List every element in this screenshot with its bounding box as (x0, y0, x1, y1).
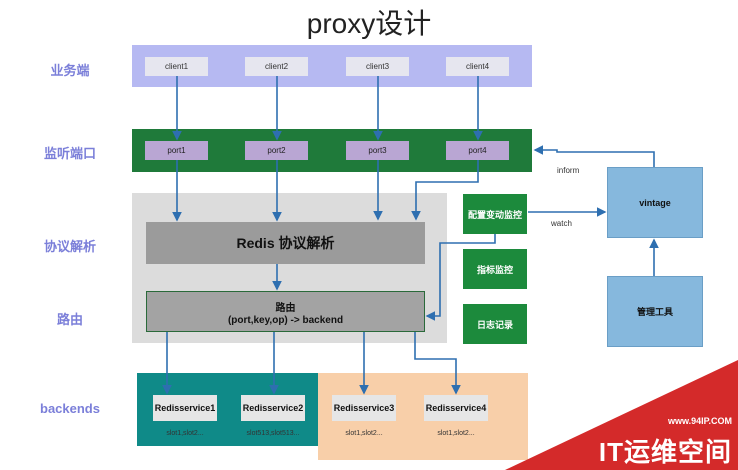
edge-label-watch: watch (551, 219, 572, 228)
metrics-monitor-box: 指标监控 (463, 249, 527, 289)
edge-label-inform: inform (557, 166, 580, 175)
redis-service-box: Redisservice3 (332, 395, 396, 421)
client-box: client3 (346, 57, 409, 76)
row-label-listen: 监听端口 (43, 146, 96, 161)
port-box: port2 (245, 141, 308, 160)
router-title: 路由 (275, 303, 296, 314)
row-label-protocol: 协议解析 (43, 239, 96, 254)
client-box: client4 (446, 57, 509, 76)
redis-service-box: Redisservice4 (424, 395, 488, 421)
arrow-config-router (425, 234, 496, 321)
slot-range: slot513,slot513... (246, 430, 300, 437)
client-box: client1 (145, 57, 208, 76)
redis-protocol-parser: Redis 协议解析 (146, 222, 425, 264)
client-box: client2 (245, 57, 308, 76)
arrow-router-rs4 (414, 332, 461, 395)
log-record-box: 日志记录 (463, 304, 527, 344)
watermark-text: IT运维空间 (598, 437, 732, 467)
config-monitor-box: 配置变动监控 (463, 194, 527, 234)
admin-tool-box: 管理工具 (607, 276, 703, 347)
arrow-port4-parser (411, 160, 479, 221)
watermark-triangle (505, 360, 738, 470)
row-label-business: 业务端 (50, 63, 90, 78)
slot-range: slot1,slot2... (166, 430, 204, 437)
arrow-inform (533, 145, 655, 167)
redis-service-box: Redisservice2 (241, 395, 305, 421)
port-box: port3 (346, 141, 409, 160)
slot-range: slot1,slot2... (437, 430, 475, 437)
port-box: port1 (145, 141, 208, 160)
port-box: port4 (446, 141, 509, 160)
watermark: www.94IP.COM IT运维空间 (505, 360, 738, 470)
watermark-url: www.94IP.COM (667, 416, 732, 426)
redis-service-box: Redisservice1 (153, 395, 217, 421)
router-box: 路由 (port,key,op) -> backend (146, 291, 425, 332)
slot-range: slot1,slot2... (345, 430, 383, 437)
router-rule: (port,key,op) -> backend (227, 315, 344, 326)
vintage-box: vintage (607, 167, 703, 238)
row-label-backends: backends (40, 401, 100, 416)
page-title: proxy设计 (306, 8, 432, 39)
row-label-route: 路由 (56, 312, 83, 327)
